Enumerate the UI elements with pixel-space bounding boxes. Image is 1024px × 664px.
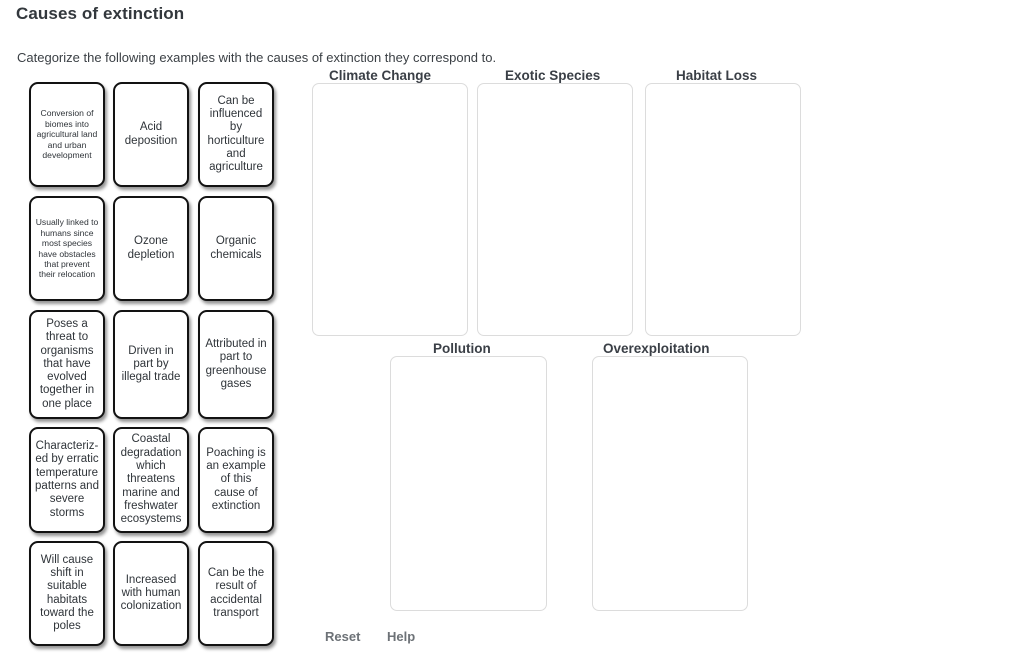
draggable-card[interactable]: Can be influenced by horticulture and ag…	[198, 82, 274, 187]
drop-zone-pollution[interactable]	[390, 356, 547, 611]
drop-zone-overexploitation[interactable]	[592, 356, 748, 611]
draggable-card[interactable]: Characteriz-ed by erratic temperature pa…	[29, 427, 105, 533]
draggable-card[interactable]: Acid deposition	[113, 82, 189, 187]
zone-label-habitat-loss: Habitat Loss	[676, 68, 758, 83]
draggable-card[interactable]: Increased with human colonization	[113, 541, 189, 646]
draggable-card[interactable]: Will cause shift in suitable habitats to…	[29, 541, 105, 646]
zone-label-pollution: Pollution	[433, 341, 491, 356]
draggable-card[interactable]: Poses a threat to organisms that have ev…	[29, 310, 105, 419]
draggable-card[interactable]: Coastal degradation which threatens mari…	[113, 427, 189, 533]
instruction-text: Categorize the following examples with t…	[17, 50, 497, 65]
zone-label-overexploitation: Overexploitation	[603, 341, 710, 356]
draggable-card[interactable]: Usually linked to humans since most spec…	[29, 196, 105, 301]
drop-zone-habitat-loss[interactable]	[645, 83, 801, 336]
help-button[interactable]: Help	[387, 629, 416, 644]
draggable-card[interactable]: Attributed in part to greenhouse gases	[198, 310, 274, 419]
draggable-card[interactable]: Driven in part by illegal trade	[113, 310, 189, 419]
draggable-card[interactable]: Organic chemicals	[198, 196, 274, 301]
draggable-card[interactable]: Poaching is an example of this cause of …	[198, 427, 274, 533]
zone-label-climate-change: Climate Change	[329, 68, 432, 83]
reset-button[interactable]: Reset	[325, 629, 361, 644]
draggable-card[interactable]: Conversion of biomes into agricultural l…	[29, 82, 105, 187]
drop-zone-exotic-species[interactable]	[477, 83, 633, 336]
zone-label-exotic-species: Exotic Species	[505, 68, 601, 83]
drop-zone-climate-change[interactable]	[312, 83, 468, 336]
draggable-card[interactable]: Ozone depletion	[113, 196, 189, 301]
page-title: Causes of extinction	[16, 4, 185, 23]
draggable-card[interactable]: Can be the result of accidental transpor…	[198, 541, 274, 646]
